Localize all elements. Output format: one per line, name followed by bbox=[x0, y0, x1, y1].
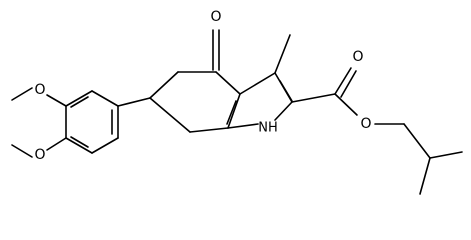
bond bbox=[149, 97, 191, 133]
bond bbox=[274, 101, 293, 121]
bond bbox=[70, 96, 89, 108]
bond bbox=[11, 87, 33, 101]
ketone-oxygen-label: O bbox=[210, 9, 221, 25]
bond-lines bbox=[11, 29, 463, 195]
bond bbox=[70, 136, 89, 148]
bond bbox=[91, 90, 119, 107]
methoxy-oxygen-upper-label: O bbox=[34, 82, 45, 98]
bond bbox=[334, 93, 358, 116]
bond bbox=[46, 94, 67, 107]
bond bbox=[340, 70, 357, 98]
bond bbox=[279, 80, 293, 102]
bond bbox=[189, 127, 229, 133]
bond bbox=[226, 100, 237, 125]
bond bbox=[149, 71, 179, 99]
bond bbox=[274, 34, 291, 74]
bond bbox=[334, 67, 352, 95]
bond bbox=[117, 97, 151, 107]
bond bbox=[239, 72, 276, 95]
bond bbox=[403, 123, 431, 159]
bond bbox=[215, 71, 241, 95]
bond bbox=[419, 157, 431, 195]
bond bbox=[65, 137, 93, 154]
bond bbox=[429, 151, 463, 159]
bond bbox=[227, 123, 259, 129]
ring-nitrogen-label: NH bbox=[258, 121, 278, 136]
methoxy-oxygen-lower-label: O bbox=[34, 147, 45, 163]
ester-ether-oxygen-label: O bbox=[360, 116, 371, 132]
ester-carbonyl-oxygen-label: O bbox=[352, 49, 363, 65]
bond bbox=[91, 137, 119, 154]
chemical-structure: O O O O O NH bbox=[11, 9, 463, 195]
bond bbox=[46, 137, 67, 151]
bond bbox=[291, 93, 336, 103]
atom-labels: O O O O O NH bbox=[34, 9, 371, 163]
bond bbox=[11, 144, 33, 158]
bond bbox=[65, 90, 93, 107]
bond bbox=[227, 93, 241, 129]
